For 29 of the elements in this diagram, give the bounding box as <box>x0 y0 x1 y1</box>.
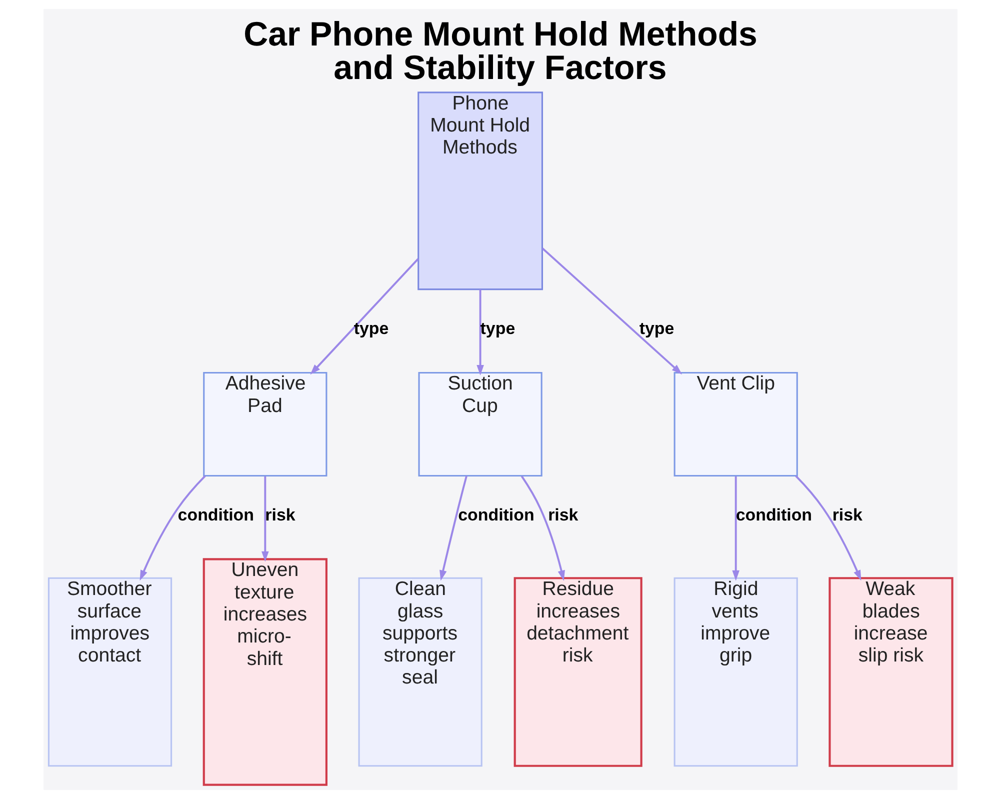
arrow <box>732 476 739 580</box>
edge-label: risk <box>548 505 578 524</box>
node-box: Clean glass supports stronger seal <box>358 576 482 766</box>
edge-label: type <box>638 318 674 338</box>
edge-label: risk <box>832 505 862 524</box>
node-box: Phone Mount Hold Methods <box>417 91 542 290</box>
edge-label: condition <box>735 505 812 524</box>
node-box: Smoother surface improves contact <box>47 576 172 766</box>
node-box: Weak blades increase slip risk <box>828 576 953 766</box>
edge-label: type <box>480 318 515 338</box>
arrow <box>794 474 861 580</box>
edge-label: risk <box>264 505 295 524</box>
arrow <box>541 247 682 374</box>
diagram-title: Car Phone Mount Hold Methods and Stability Factors <box>243 14 757 87</box>
node-box: Vent Clip <box>673 371 798 476</box>
arrow <box>476 288 484 375</box>
arrow <box>139 474 206 580</box>
arrow <box>310 258 418 374</box>
node-box: Residue increases detachment risk <box>513 576 642 766</box>
arrow <box>439 475 467 580</box>
edge-label: type <box>353 318 388 338</box>
edge-label: condition <box>458 505 534 524</box>
edge-label: condition <box>177 505 254 524</box>
node-box: Uneven texture increases micro-shift <box>202 558 327 786</box>
node-box: Suction Cup <box>418 371 542 476</box>
arrow <box>520 475 564 580</box>
arrow <box>261 476 268 562</box>
node-box: Rigid vents improve grip <box>673 576 798 766</box>
node-box: Adhesive Pad <box>202 371 327 476</box>
